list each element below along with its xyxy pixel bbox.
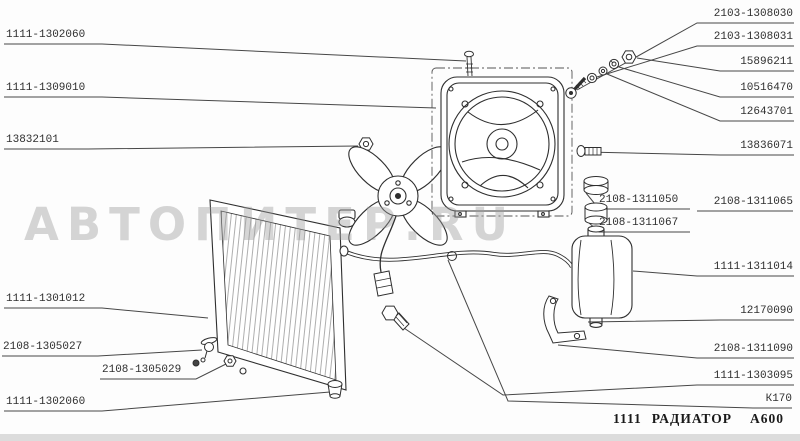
part-label-10516470: 10516470 [740, 82, 793, 94]
part-label-1302060-bottom: 1111-1302060 [6, 396, 86, 408]
drain-washer [192, 359, 200, 367]
shroud-mount-bolt [464, 50, 474, 77]
part-label-13836071: 13836071 [740, 140, 793, 152]
fastener-stack [565, 50, 637, 99]
bottom-strip [0, 434, 800, 441]
mounting-bracket [543, 295, 587, 344]
part-label-k170: К170 [765, 393, 792, 405]
part-label-1305027: 2108-1305027 [3, 341, 83, 353]
part-label-1308031: 2103-1308031 [713, 31, 793, 43]
drain-nut [223, 355, 237, 367]
caption-sheet-code: А600 [749, 411, 784, 426]
part-label-1302060-top: 1111-1302060 [6, 29, 86, 41]
part-label-1311067: 2108-1311067 [599, 217, 679, 229]
part-label-1311090: 2108-1311090 [713, 343, 793, 355]
expansion-tank [571, 225, 633, 328]
part-label-1311014: 1111-1311014 [713, 261, 793, 273]
fan-switch-sensor [381, 305, 410, 331]
bottom-plug [327, 380, 343, 399]
part-label-1305029: 2108-1305029 [102, 364, 182, 376]
part-label-1308030: 2103-1308030 [713, 8, 793, 20]
part-label-12170090: 12170090 [740, 305, 793, 317]
part-label-1303095: 1111-1303095 [713, 370, 793, 382]
fan-behind-shroud [467, 109, 539, 126]
part-label-1301012: 1111-1301012 [6, 293, 86, 305]
radiator-drain-plug [192, 337, 237, 367]
radiator [209, 199, 364, 391]
part-label-1309010: 1111-1309010 [6, 82, 86, 94]
wiring-connector [373, 215, 397, 297]
drawing-caption: 1111 РАДИАТОР А600 [613, 411, 784, 427]
fan-shroud [431, 67, 573, 218]
part-label-12643701: 12643701 [740, 106, 793, 118]
cooling-fan [348, 146, 448, 246]
part-label-15896211: 15896211 [740, 56, 793, 68]
outlet-hose [345, 250, 574, 268]
part-label-1311050: 2108-1311050 [599, 194, 679, 206]
hose-clamp [447, 251, 457, 261]
mount-pin [239, 367, 247, 375]
shroud-bolt [576, 145, 602, 157]
expansion-tank-caps [583, 176, 609, 225]
detail-boundary [431, 67, 573, 217]
part-label-1311065: 2108-1311065 [713, 196, 793, 208]
outlet-stub [339, 245, 349, 257]
fan-nut [358, 137, 374, 151]
part-label-13832101: 13832101 [6, 134, 59, 146]
caption-title: РАДИАТОР [651, 411, 732, 426]
caption-model: 1111 [613, 411, 642, 426]
